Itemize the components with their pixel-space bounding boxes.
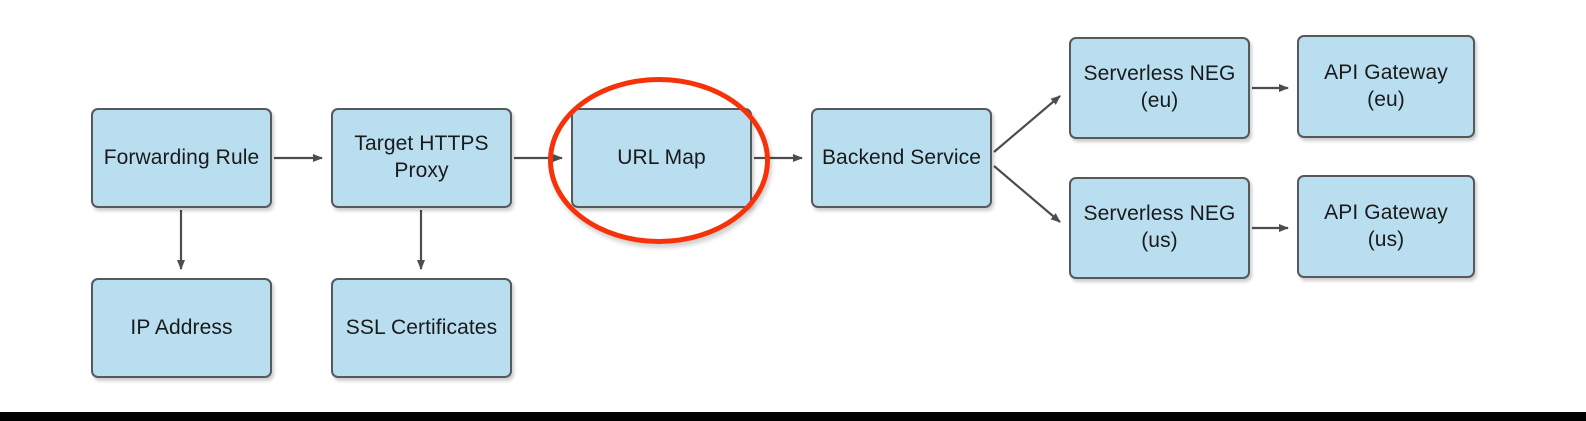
node-backend-service[interactable]: Backend Service [811, 108, 992, 208]
edge-backend-service-to-serverless-neg-eu [993, 95, 1061, 153]
node-label: API Gateway (us) [1324, 200, 1448, 251]
bottom-black-bar [0, 412, 1586, 421]
node-ip-address[interactable]: IP Address [91, 278, 272, 378]
node-target-https-proxy[interactable]: Target HTTPS Proxy [331, 108, 512, 208]
node-serverless-neg-us[interactable]: Serverless NEG (us) [1069, 177, 1250, 279]
node-label: Serverless NEG (us) [1083, 202, 1236, 252]
url-map-highlight-ellipse [548, 77, 770, 244]
node-serverless-neg-eu[interactable]: Serverless NEG (eu) [1069, 37, 1250, 139]
node-label: Serverless NEG (eu) [1083, 62, 1236, 112]
node-label: Target HTTPS Proxy [354, 132, 489, 182]
node-label: Forwarding Rule [103, 145, 260, 169]
node-label: SSL Certificates [345, 315, 498, 339]
edge-backend-service-to-serverless-neg-us [993, 165, 1061, 223]
node-label: IP Address [130, 315, 233, 339]
node-forwarding-rule[interactable]: Forwarding Rule [91, 108, 272, 208]
node-label: API Gateway (eu) [1324, 60, 1448, 111]
node-api-gateway-us[interactable]: API Gateway (us) [1297, 175, 1475, 278]
node-api-gateway-eu[interactable]: API Gateway (eu) [1297, 35, 1475, 138]
node-ssl-certificates[interactable]: SSL Certificates [331, 278, 512, 378]
node-label: Backend Service [821, 145, 982, 169]
